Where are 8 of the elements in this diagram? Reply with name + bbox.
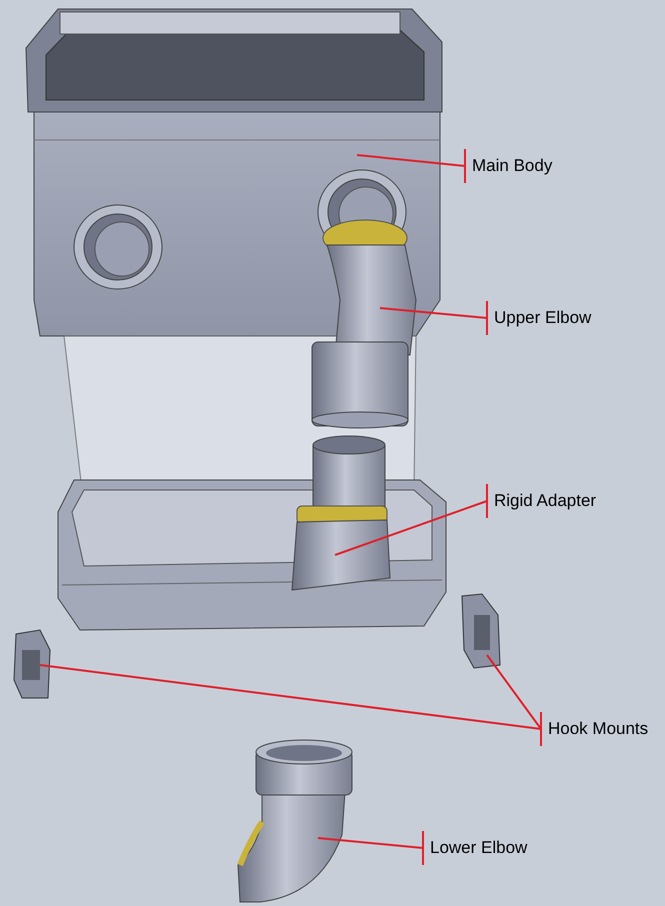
part-label: Upper Elbow: [494, 308, 592, 328]
part-label: Lower Elbow: [430, 838, 528, 858]
part-label: Rigid Adapter: [494, 491, 596, 511]
part-label: Hook Mounts: [548, 719, 648, 739]
leader-line: [318, 830, 424, 866]
part-label: Main Body: [472, 156, 552, 176]
leader-line: [334, 483, 488, 556]
leader-line: [356, 148, 466, 184]
